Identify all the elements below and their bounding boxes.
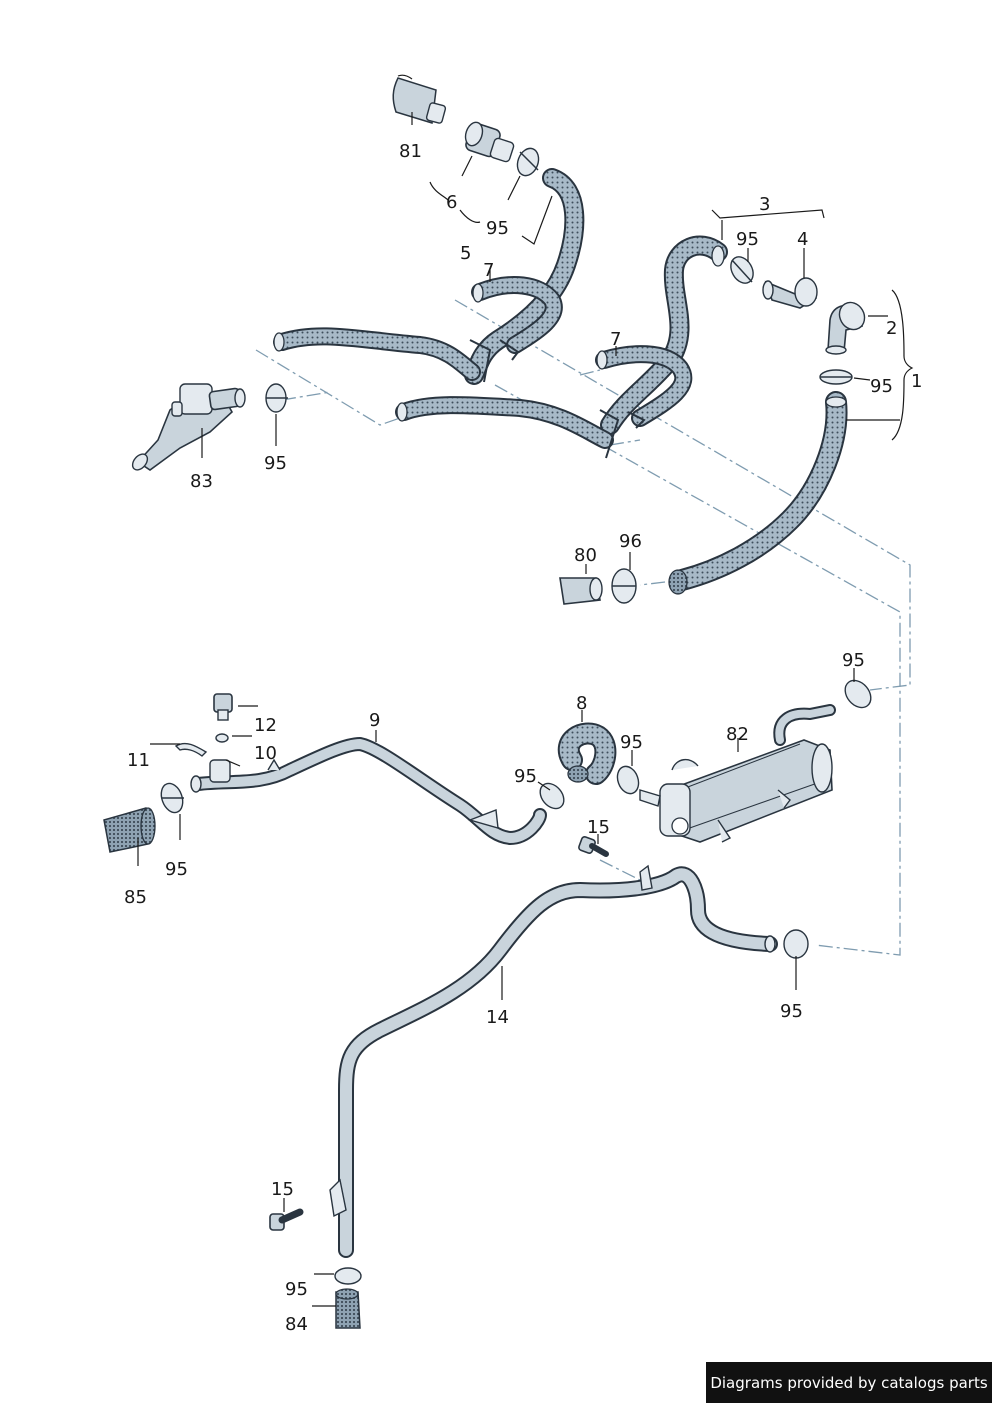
hose-clamp bbox=[616, 765, 640, 795]
elbow-4 bbox=[762, 277, 818, 309]
callout-95: 95 bbox=[165, 859, 188, 880]
callout-6: 6 bbox=[446, 192, 457, 213]
callout-8: 8 bbox=[576, 693, 587, 714]
assembly-lines bbox=[255, 299, 911, 956]
hose-8 bbox=[557, 722, 617, 785]
callout-95: 95 bbox=[285, 1279, 308, 1300]
callout-95: 95 bbox=[842, 650, 865, 671]
callout-4: 4 bbox=[797, 229, 808, 250]
callout-3: 3 bbox=[759, 194, 770, 215]
callout-7: 7 bbox=[610, 329, 621, 350]
sensor-12 bbox=[213, 693, 233, 743]
hose-84 bbox=[335, 1288, 361, 1329]
callout-11: 11 bbox=[127, 750, 150, 771]
callout-5: 5 bbox=[460, 243, 471, 264]
callout-15: 15 bbox=[587, 817, 610, 838]
hose-clamp bbox=[265, 383, 288, 413]
credit-banner: Diagrams provided by catalogs parts bbox=[706, 1362, 992, 1403]
callout-10: 10 bbox=[254, 743, 277, 764]
clamp-96 bbox=[611, 568, 637, 604]
callout-82: 82 bbox=[726, 724, 749, 745]
callout-95: 95 bbox=[736, 229, 759, 250]
callout-95: 95 bbox=[780, 1001, 803, 1022]
leader-lines bbox=[137, 112, 914, 1307]
hose-clamp bbox=[730, 256, 754, 284]
callout-80: 80 bbox=[574, 545, 597, 566]
pipe-9 bbox=[190, 737, 547, 845]
callout-95: 95 bbox=[870, 376, 893, 397]
hose-5 bbox=[273, 168, 585, 385]
hose-long bbox=[668, 391, 848, 595]
callout-83: 83 bbox=[190, 471, 213, 492]
hose-3 bbox=[395, 235, 728, 459]
callout-15: 15 bbox=[271, 1179, 294, 1200]
callout-95: 95 bbox=[514, 766, 537, 787]
callout-95: 95 bbox=[620, 732, 643, 753]
callouts: 81 6 95 5 7 3 95 4 2 95 1 7 83 95 80 96 … bbox=[124, 141, 922, 1335]
callout-95: 95 bbox=[486, 218, 509, 239]
cooler-82 bbox=[639, 704, 836, 843]
callout-85: 85 bbox=[124, 887, 147, 908]
callout-84: 84 bbox=[285, 1314, 308, 1335]
callout-1: 1 bbox=[911, 371, 922, 392]
hose-85 bbox=[103, 807, 156, 853]
hose-clamp bbox=[334, 1267, 362, 1285]
callout-81: 81 bbox=[399, 141, 422, 162]
callout-7: 7 bbox=[483, 260, 494, 281]
connector-6 bbox=[464, 121, 515, 163]
callout-2: 2 bbox=[886, 318, 897, 339]
callout-9: 9 bbox=[369, 710, 380, 731]
clip-11 bbox=[174, 742, 208, 757]
pipe-14 bbox=[329, 864, 778, 1258]
pipe-80 bbox=[559, 577, 603, 605]
callout-95: 95 bbox=[264, 453, 287, 474]
callout-96: 96 bbox=[619, 531, 642, 552]
hose-clamp bbox=[783, 929, 809, 959]
elbow-2 bbox=[825, 301, 866, 355]
bolt-15 bbox=[578, 836, 609, 857]
callout-14: 14 bbox=[486, 1007, 509, 1028]
housing-83 bbox=[131, 383, 246, 471]
hose-clamp bbox=[844, 679, 872, 709]
hose-clamp bbox=[160, 782, 184, 814]
bolt-15-lower bbox=[269, 1208, 304, 1231]
pipe-81 bbox=[392, 74, 447, 124]
hose-clamp bbox=[819, 369, 853, 385]
callout-12: 12 bbox=[254, 715, 277, 736]
hose-clamp bbox=[516, 147, 540, 177]
